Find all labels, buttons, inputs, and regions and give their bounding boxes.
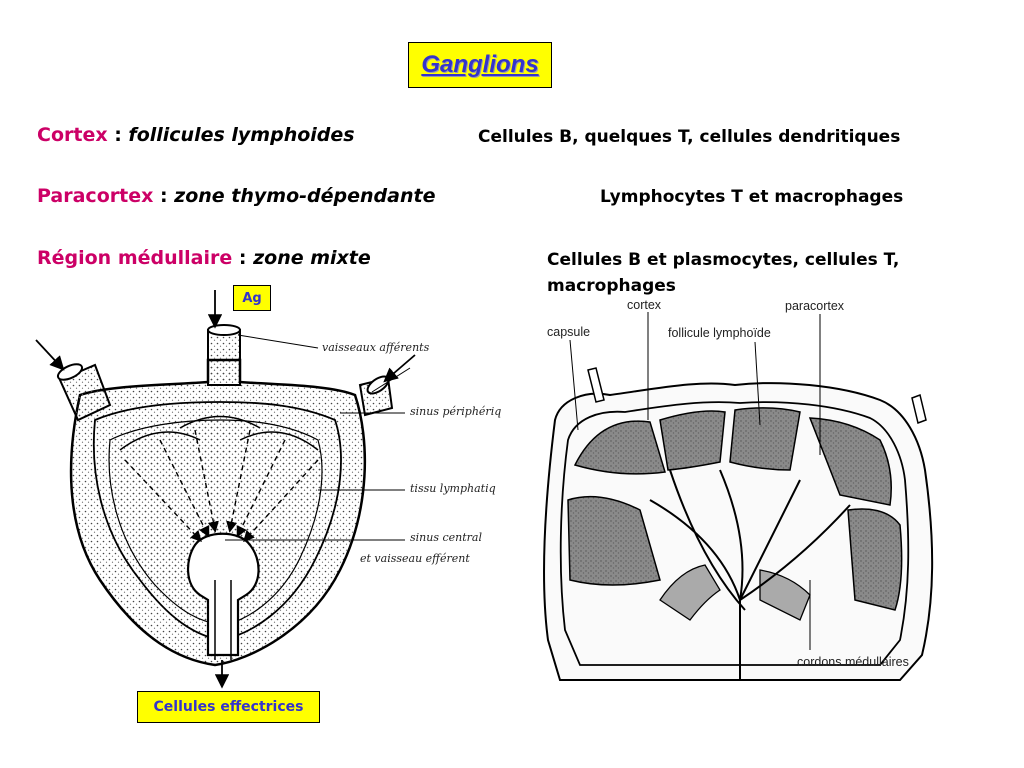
label-central-sinus: sinus central <box>410 531 482 544</box>
lymph-node-section <box>543 367 934 681</box>
row-medullary: Région médullaire : zone mixte <box>37 247 371 269</box>
region-paracortex: Paracortex <box>37 185 154 207</box>
label-paracortex: paracortex <box>785 299 845 313</box>
label-cortex: cortex <box>627 298 662 312</box>
separator: : <box>107 124 129 146</box>
antigen-box: Ag <box>233 285 271 311</box>
label-medullary-cords: cordons médullaires <box>797 655 909 669</box>
region-medullary: Région médullaire <box>37 247 233 269</box>
cells-medullary-line1: Cellules B et plasmocytes, cellules T, <box>547 250 900 270</box>
central-sinus <box>187 532 260 657</box>
label-lymphatic-tissue: tissu lymphatiq <box>410 482 496 495</box>
peripheral-sinus <box>92 401 342 641</box>
cells-cortex: Cellules B, quelques T, cellules dendrit… <box>478 127 901 147</box>
effector-cells-label: Cellules effectrices <box>153 699 304 715</box>
label-follicle: follicule lymphoïde <box>668 326 771 340</box>
effector-cells-box: Cellules effectrices <box>137 691 320 723</box>
separator: : <box>153 185 175 207</box>
label-afferent-vessels: vaisseaux afférents <box>322 341 430 354</box>
separator: : <box>232 247 254 269</box>
desc-cortex: follicules lymphoides <box>128 124 355 146</box>
cells-medullary-line2: macrophages <box>547 276 676 296</box>
antigen-label: Ag <box>242 290 262 306</box>
title-box: Ganglions <box>408 42 552 88</box>
region-cortex: Cortex <box>37 124 108 146</box>
row-cortex: Cortex : follicules lymphoides <box>37 124 355 146</box>
desc-medullary: zone mixte <box>253 247 371 269</box>
label-peripheral-sinus: sinus périphériq <box>410 405 502 418</box>
label-capsule: capsule <box>547 325 591 339</box>
page-title: Ganglions <box>421 51 539 78</box>
label-efferent-vessel: et vaisseau efférent <box>360 552 470 565</box>
cells-paracortex: Lymphocytes T et macrophages <box>600 187 904 207</box>
row-paracortex: Paracortex : zone thymo-dépendante <box>37 185 435 207</box>
desc-paracortex: zone thymo-dépendante <box>174 185 436 207</box>
